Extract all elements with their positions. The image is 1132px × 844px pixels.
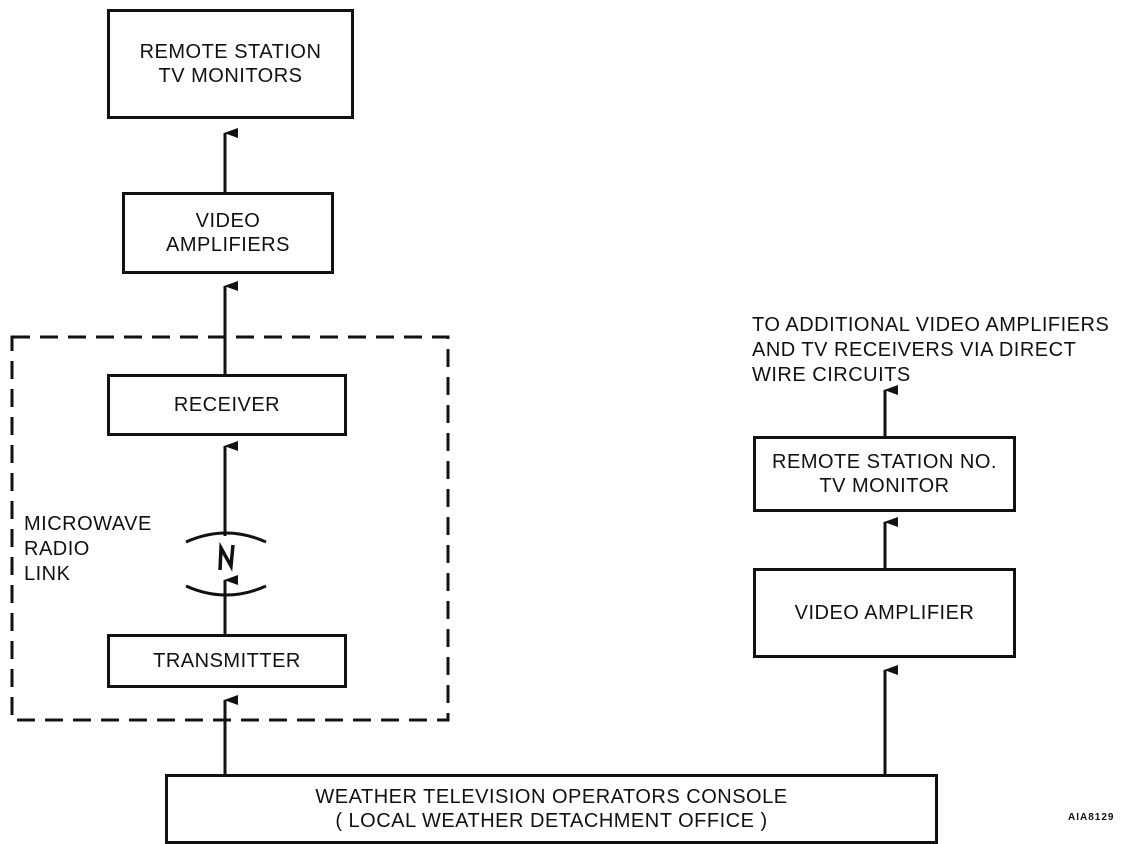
box-line: TRANSMITTER [153,650,301,672]
box-line: REMOTE STATION NO. [772,451,997,473]
remote-station-tv-monitors-box: REMOTE STATION TV MONITORS [107,9,354,119]
microwave-radio-link-label: MICROWAVE RADIO LINK [24,512,152,587]
remote-station-no-tv-monitor-box: REMOTE STATION NO. TV MONITOR [753,436,1016,512]
video-amplifier-box: VIDEO AMPLIFIER [753,568,1016,658]
connector-layer [10,128,898,774]
box-line: WEATHER TELEVISION OPERATORS CONSOLE [315,786,788,808]
box-line: TV MONITORS [158,65,303,87]
box-line: AMPLIFIERS [166,234,290,256]
box-line: REMOTE STATION [139,41,322,63]
transmitter-box: TRANSMITTER [107,634,347,688]
box-line: RECEIVER [173,394,281,416]
antenna-bottom-arc-icon [185,584,267,597]
label-line: LINK [24,563,71,585]
additional-amplifiers-label: TO ADDITIONAL VIDEO AMPLIFIERS AND TV RE… [752,313,1109,388]
label-line: TO ADDITIONAL VIDEO AMPLIFIERS [752,314,1110,336]
lightning-bolt-icon [218,541,235,572]
label-line: AND TV RECEIVERS VIA DIRECT [752,339,1077,361]
box-line: VIDEO AMPLIFIER [794,602,975,624]
box-line: VIDEO [195,210,261,232]
operators-console-box: WEATHER TELEVISION OPERATORS CONSOLE ( L… [165,774,938,844]
antenna-top-arc-icon [185,531,267,544]
microwave-link-enclosure [10,335,450,722]
label-line: RADIO [24,538,90,560]
figure-code: AIA8129 [1068,812,1115,823]
box-line: ( LOCAL WEATHER DETACHMENT OFFICE ) [335,810,768,832]
receiver-box: RECEIVER [107,374,347,436]
label-line: MICROWAVE [24,513,152,535]
video-amplifiers-box: VIDEO AMPLIFIERS [122,192,334,274]
box-line: TV MONITOR [819,475,950,497]
label-line: WIRE CIRCUITS [752,364,911,386]
